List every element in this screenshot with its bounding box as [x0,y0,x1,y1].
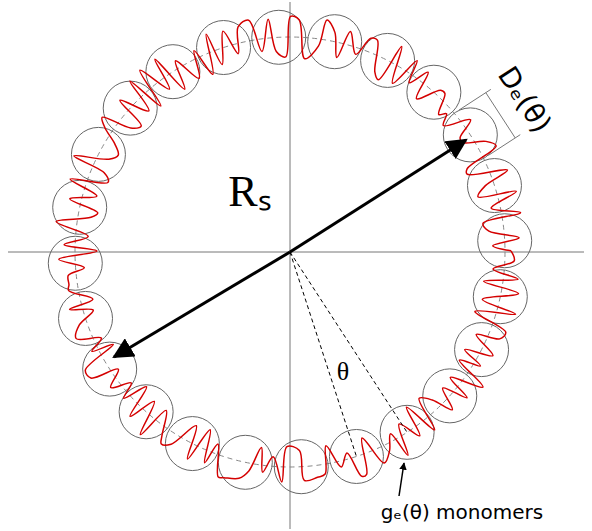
angle-line [290,252,407,432]
ring-guide [75,37,505,467]
blob-circle [146,45,200,99]
blob-circle [218,435,272,489]
blob-circle [71,127,125,181]
angle-line [290,252,356,456]
blob-circle [53,180,107,234]
extension-line [459,89,491,110]
radius-arrow [290,140,466,252]
blob-circle [455,323,509,377]
polymer-chain [56,16,520,482]
leader-arrow [399,463,404,496]
blob-circle [48,236,102,290]
extension-line [488,135,520,156]
callout-label: gₑ(θ) monomers [379,501,545,523]
blob-circle [197,21,251,75]
radius-label: Rₛ [226,168,273,216]
dimension-label: Dₑ(θ) [490,60,557,141]
blob-circle [443,108,497,162]
blob-circle [103,81,157,135]
radius-arrow [114,252,290,357]
blob-group [48,10,531,493]
axis-line [290,2,291,529]
angle-label: θ [335,358,351,387]
blob-circle [308,15,362,69]
blob-circle [361,33,415,87]
